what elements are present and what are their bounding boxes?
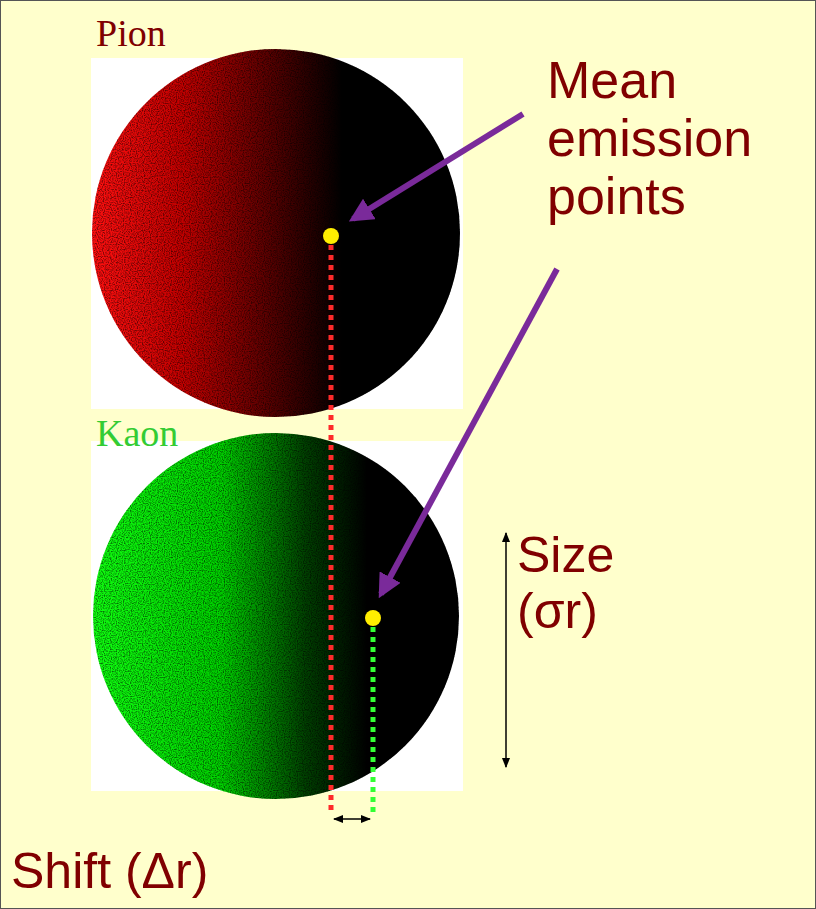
pion-source-disc xyxy=(92,49,460,417)
shift-label: Shift (Δr) xyxy=(11,843,208,899)
size-label: Size (σr) xyxy=(517,527,677,639)
mean-point xyxy=(365,610,381,626)
disc-noise xyxy=(93,433,459,799)
size-arrow xyxy=(505,533,507,767)
particle-label: Kaon xyxy=(96,411,178,455)
projection-line xyxy=(329,245,334,813)
shift-arrow xyxy=(334,818,370,820)
disc-noise xyxy=(92,49,460,417)
projection-line xyxy=(371,627,376,813)
particle-label: Pion xyxy=(96,11,166,55)
kaon-source-disc xyxy=(93,433,459,799)
mean-point xyxy=(323,228,339,244)
callout-label: Mean emission points xyxy=(547,51,812,225)
pointer-arrow xyxy=(353,114,523,219)
